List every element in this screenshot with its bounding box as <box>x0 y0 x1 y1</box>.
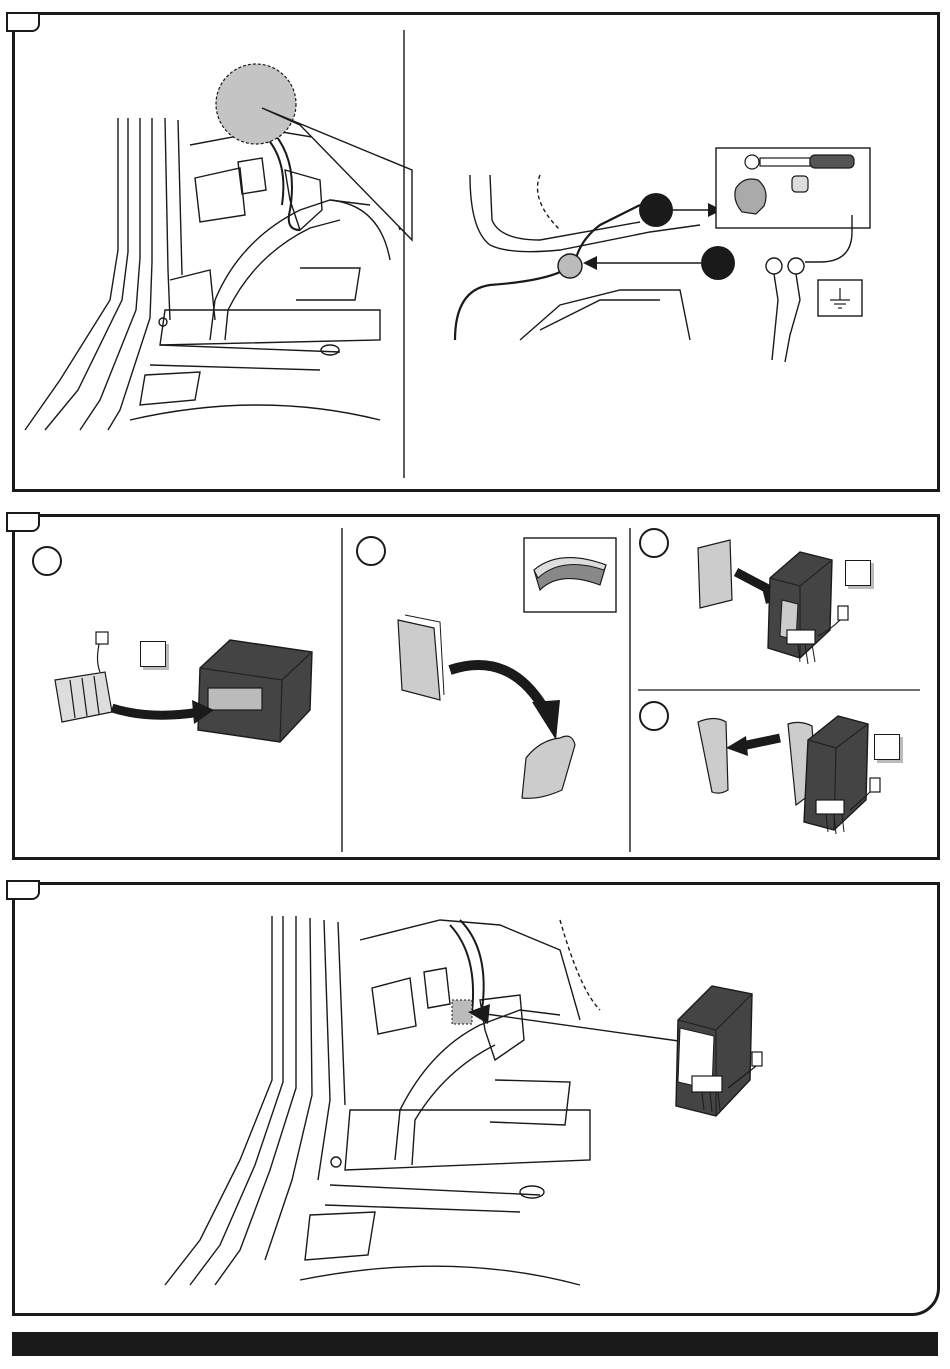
footer-bar <box>12 1332 938 1356</box>
panel3-illustration <box>0 0 950 1330</box>
